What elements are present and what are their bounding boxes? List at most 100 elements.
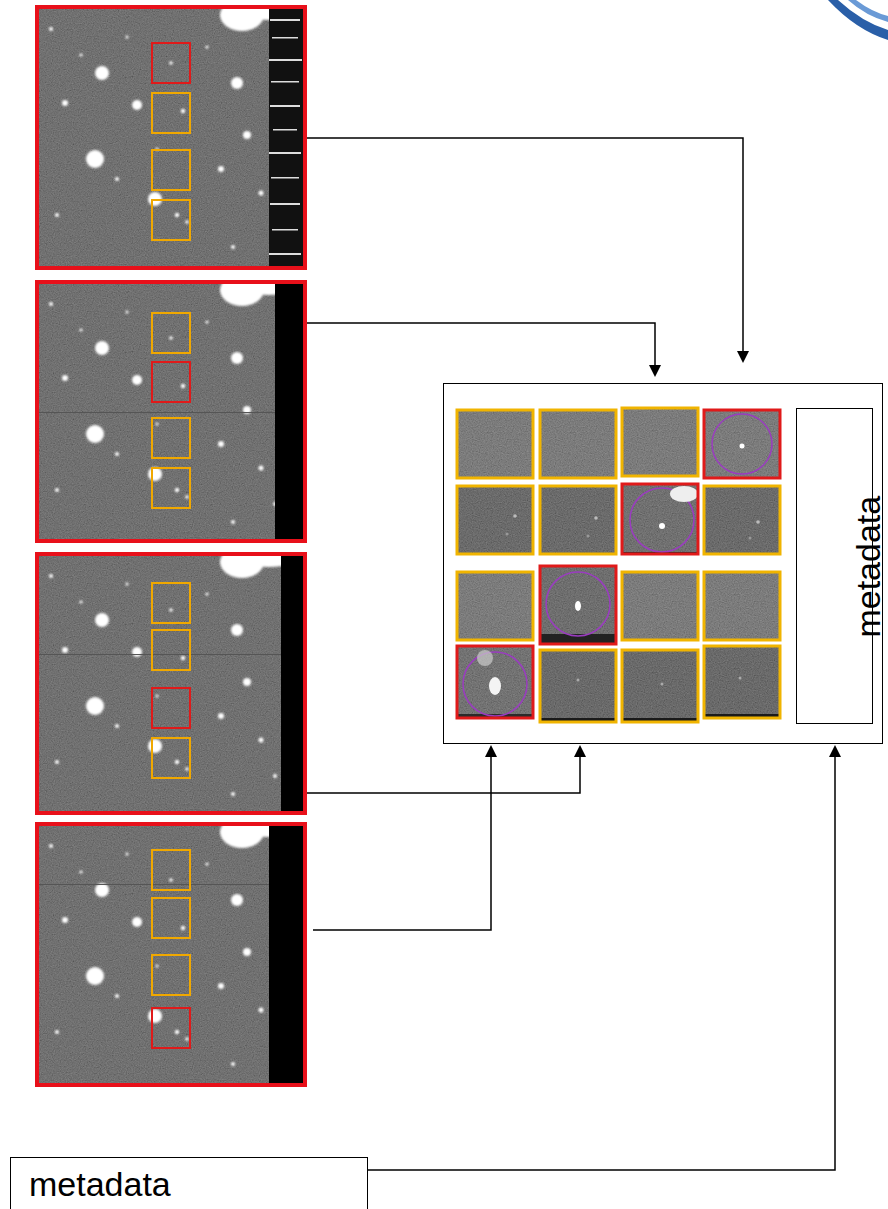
cutout-markers bbox=[152, 583, 190, 623]
image-frame bbox=[37, 554, 305, 813]
cutout-markers bbox=[152, 418, 190, 458]
cutout-grid bbox=[540, 410, 616, 478]
cutout-grid bbox=[575, 601, 581, 611]
cutout-grid bbox=[587, 535, 590, 538]
sky-image bbox=[37, 7, 305, 266]
arrow-heads bbox=[737, 351, 749, 363]
cutout-grid bbox=[457, 410, 533, 478]
cutout-grid bbox=[489, 677, 501, 695]
cutout-grid bbox=[704, 486, 780, 554]
cutout-grid bbox=[622, 650, 698, 722]
arrow-heads bbox=[485, 351, 749, 757]
cutout-grid bbox=[540, 566, 616, 634]
cutout-markers bbox=[152, 43, 190, 83]
cutout-grid bbox=[622, 650, 698, 718]
cutout-grid bbox=[704, 486, 780, 554]
cutout-grid bbox=[594, 516, 598, 520]
cutout-grid bbox=[622, 650, 698, 722]
cutout-grid bbox=[506, 533, 509, 536]
feed-arrows bbox=[307, 323, 655, 368]
cutout-grid bbox=[540, 486, 616, 554]
cutout-markers bbox=[152, 313, 190, 353]
feed-arrows bbox=[307, 138, 743, 354]
sky-image bbox=[269, 59, 302, 61]
cutout-grid bbox=[457, 410, 533, 478]
cutout-grid bbox=[540, 566, 616, 644]
cutout-markers bbox=[152, 630, 190, 670]
cutout-grid bbox=[704, 410, 780, 478]
cutout-markers bbox=[152, 583, 190, 778]
box-label: metadata bbox=[29, 1166, 171, 1203]
cutout-grid bbox=[457, 486, 533, 554]
cutout-grid bbox=[704, 410, 780, 478]
cutout-grid bbox=[513, 514, 517, 518]
image-frame bbox=[37, 282, 305, 541]
cutout-grid bbox=[546, 572, 610, 636]
cutout-markers bbox=[152, 955, 190, 995]
cutout-grid bbox=[622, 572, 698, 640]
cutout-grid bbox=[457, 646, 533, 718]
cutout-grid bbox=[740, 444, 745, 449]
sky-image bbox=[269, 7, 305, 266]
cutout-markers bbox=[152, 688, 190, 728]
cutout-grid bbox=[540, 650, 616, 718]
cutout-grid bbox=[540, 650, 616, 722]
sky-image bbox=[37, 412, 275, 413]
sky-image bbox=[269, 824, 305, 1083]
cutout-grid bbox=[540, 650, 616, 722]
sky-image bbox=[37, 824, 305, 1083]
cutout-grid bbox=[457, 646, 533, 714]
sky-image bbox=[271, 81, 299, 83]
connector-arrow bbox=[368, 745, 841, 1170]
feed-arrows bbox=[313, 754, 491, 930]
box-label: metadata bbox=[850, 496, 887, 638]
arrow-heads bbox=[649, 365, 661, 377]
cutout-grid bbox=[540, 566, 616, 644]
cutout-markers bbox=[152, 313, 190, 508]
sky-image bbox=[271, 177, 299, 179]
cutout-markers bbox=[152, 898, 190, 938]
cutout-panel: metadata bbox=[443, 383, 883, 744]
metadata-box: metadata bbox=[10, 1157, 368, 1209]
cutout-grid bbox=[739, 677, 742, 680]
sky-image bbox=[275, 282, 305, 541]
cutout-markers bbox=[152, 468, 190, 508]
cutout-grid bbox=[457, 572, 533, 640]
sky-image bbox=[37, 554, 305, 813]
cutout-grid bbox=[540, 486, 616, 554]
cutout-grid bbox=[704, 572, 780, 640]
sky-image bbox=[37, 546, 305, 813]
cutout-grid bbox=[622, 408, 698, 476]
cutout-grid bbox=[540, 410, 616, 478]
cutout-markers bbox=[152, 850, 190, 1048]
cutout-markers bbox=[152, 200, 190, 240]
cutout-grid bbox=[622, 408, 698, 476]
cutout-grid bbox=[704, 572, 780, 640]
cutout-grid bbox=[704, 486, 780, 554]
image-frame bbox=[37, 824, 305, 1085]
cutout-grid bbox=[540, 410, 616, 478]
sky-image bbox=[37, 816, 305, 1083]
cutout-grid bbox=[670, 486, 698, 502]
sky-image bbox=[270, 19, 300, 21]
cutout-grid bbox=[704, 486, 780, 554]
cutout-grid bbox=[622, 572, 698, 640]
cutout-grid bbox=[622, 408, 698, 476]
sky-image bbox=[272, 229, 298, 231]
cutout-markers bbox=[152, 1008, 190, 1048]
image-frame bbox=[37, 7, 305, 268]
feed-arrows bbox=[307, 754, 580, 793]
sky-image bbox=[37, 824, 305, 1083]
cutout-grid bbox=[704, 646, 780, 718]
cutout-markers bbox=[152, 93, 190, 133]
cutout-grid bbox=[704, 646, 780, 718]
cutout-grid bbox=[661, 683, 664, 686]
sky-image bbox=[37, 282, 305, 541]
logo-swoosh bbox=[828, 0, 888, 40]
sky-image bbox=[269, 253, 301, 255]
cutout-grid bbox=[704, 572, 780, 640]
arrow-heads bbox=[574, 745, 586, 757]
cutout-grid bbox=[622, 572, 698, 640]
